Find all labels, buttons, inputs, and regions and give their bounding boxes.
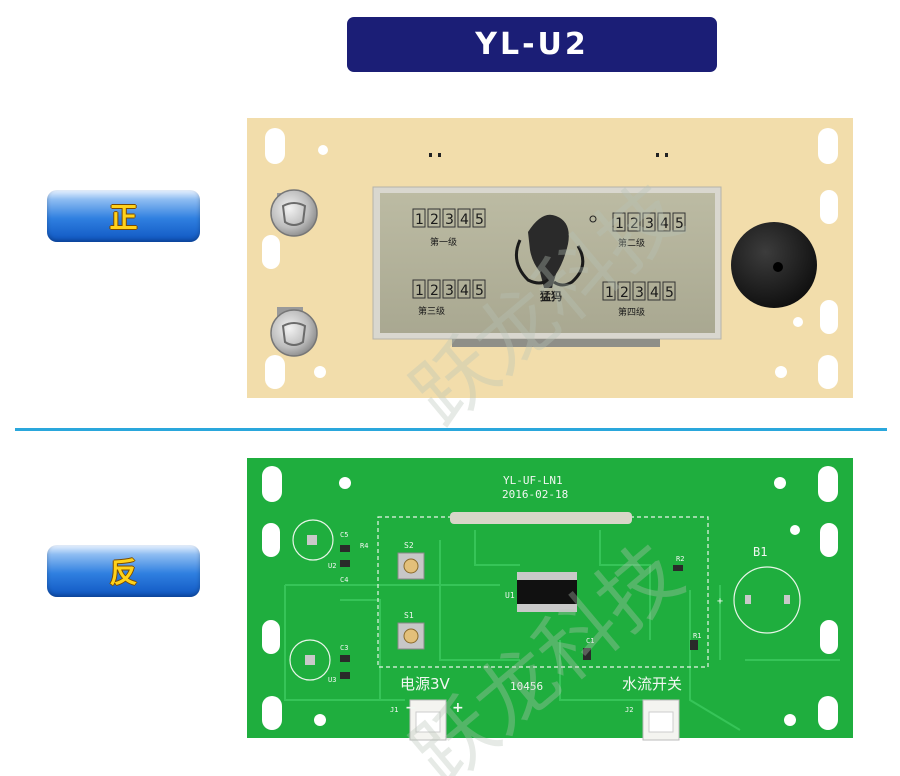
front-mounting-holes	[262, 128, 838, 389]
label-c3: C3	[340, 644, 348, 652]
lcd-digit-3-1: 1	[415, 283, 424, 299]
model-title: YL-U2	[475, 27, 589, 62]
back-label: 反	[109, 556, 138, 589]
front-buzzer	[731, 222, 817, 308]
lcd-digit-2-2: 2	[630, 216, 639, 232]
power-label: 电源3V	[400, 675, 451, 693]
lcd-digit-4-5: 5	[665, 285, 674, 301]
mammoth-logo-icon: 猛犸	[514, 214, 597, 303]
lcd-pins	[452, 339, 660, 347]
power-plus: +	[452, 700, 464, 716]
lcd-digit-groups: 1 2 3 4 5 第一级 1 2 3 4 5 第二级 1 2 3 4 5	[412, 208, 686, 318]
lcd-level-2-label: 第二级	[618, 237, 645, 249]
back-cn-labels: 电源3V 水流开关 − +	[400, 675, 682, 716]
lcd-digit-4-3: 3	[635, 285, 644, 301]
mammoth-brand-text: 猛犸	[539, 289, 562, 303]
back-label-button: 反	[47, 545, 200, 597]
front-label-button: 正	[47, 190, 200, 242]
back-board: YL-UF-LN1 2016-02-18 10456 S2 S1 U1 U2 U…	[247, 458, 853, 741]
lcd-digit-1-4: 4	[460, 212, 469, 228]
lcd-digit-2-3: 3	[645, 216, 654, 232]
lcd-digit-3-2: 2	[430, 283, 439, 299]
power-minus: −	[405, 700, 417, 716]
lcd-solder-pads	[450, 512, 632, 524]
back-traces	[284, 530, 840, 731]
front-label: 正	[109, 201, 138, 234]
label-u3: U3	[328, 676, 336, 684]
label-r4: R4	[360, 542, 368, 550]
label-s1: S1	[404, 611, 414, 620]
front-board: 1 2 3 4 5 第一级 1 2 3 4 5 第二级 1 2 3 4 5	[247, 118, 853, 398]
lcd-level-3-label: 第三级	[418, 305, 445, 317]
switch-s2	[397, 552, 425, 580]
label-s2: S2	[404, 541, 414, 550]
label-b1: B1	[753, 545, 767, 559]
lcd-digit-3-4: 4	[460, 283, 469, 299]
smd-parts	[340, 545, 698, 679]
label-c5: C5	[340, 531, 348, 539]
lcd-group-1: 1 2 3 4 5 第一级	[412, 208, 486, 248]
front-small-dots	[429, 153, 668, 157]
front-knob-bottom	[270, 307, 318, 357]
label-r2: R2	[676, 555, 684, 563]
label-c4: C4	[340, 576, 348, 584]
connector-j2	[642, 699, 680, 741]
label-b1-plus: +	[717, 596, 723, 607]
lcd-group-3: 1 2 3 4 5 第三级	[412, 279, 486, 317]
label-u1: U1	[505, 591, 515, 600]
lcd-digit-1-5: 5	[475, 212, 484, 228]
back-silkscreen: YL-UF-LN1 2016-02-18 10456 S2 S1 U1 U2 U…	[328, 474, 767, 714]
board-code-text: 10456	[510, 680, 543, 693]
lcd-digit-1-3: 3	[445, 212, 454, 228]
lcd-digit-1-1: 1	[415, 212, 424, 228]
label-c1: C1	[586, 637, 594, 645]
label-r1: R1	[693, 632, 701, 640]
board-date-text: 2016-02-18	[502, 488, 568, 501]
model-title-banner: YL-U2	[347, 17, 717, 72]
lcd-digit-3-5: 5	[475, 283, 484, 299]
reed-pads	[305, 535, 790, 665]
lcd-digit-3-3: 3	[445, 283, 454, 299]
lcd-digit-4-2: 2	[620, 285, 629, 301]
lcd-group-2: 1 2 3 4 5 第二级	[612, 212, 686, 249]
front-lcd-display	[372, 186, 722, 347]
label-j1: J1	[390, 706, 398, 714]
front-knob-top	[270, 189, 318, 237]
lcd-group-4: 1 2 3 4 5 第四级	[602, 281, 676, 318]
label-u2: U2	[328, 562, 336, 570]
lcd-digit-4-4: 4	[650, 285, 659, 301]
chip-u1	[517, 572, 577, 612]
back-mounting-holes	[262, 466, 838, 730]
lcd-digit-1-2: 2	[430, 212, 439, 228]
water-switch-label: 水流开关	[622, 675, 682, 693]
section-divider	[15, 428, 887, 431]
lcd-digit-2-1: 1	[615, 216, 624, 232]
board-model-text: YL-UF-LN1	[503, 474, 563, 487]
lcd-digit-2-5: 5	[675, 216, 684, 232]
switch-s1	[397, 622, 425, 650]
lcd-digit-2-4: 4	[660, 216, 669, 232]
connector-j1	[409, 699, 447, 741]
label-j2: J2	[625, 706, 633, 714]
lcd-digit-4-1: 1	[605, 285, 614, 301]
lcd-level-1-label: 第一级	[430, 236, 457, 248]
lcd-level-4-label: 第四级	[618, 306, 645, 318]
reed-footprints	[289, 519, 801, 681]
